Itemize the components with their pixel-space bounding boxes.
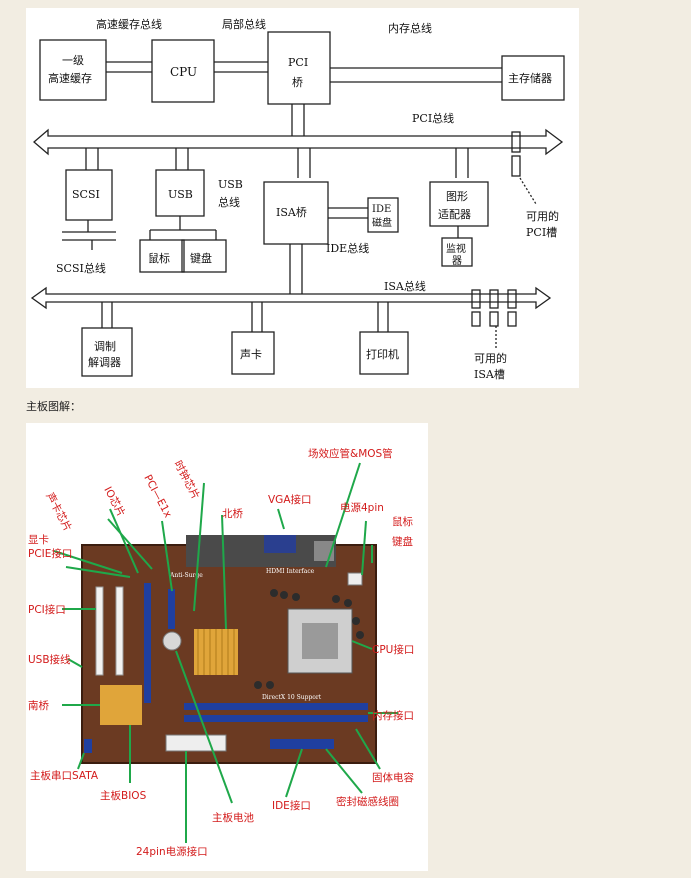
callout-serial-sata: 主板串口SATA bbox=[30, 769, 99, 782]
callout-power4: 电源4pin bbox=[340, 501, 384, 514]
memory-bus-label: 内存总线 bbox=[388, 21, 432, 35]
graphics-label-2: 适配器 bbox=[438, 208, 471, 221]
pci-slot-1 bbox=[95, 586, 104, 676]
callout-sound-chip: 声卡芯片 bbox=[43, 490, 74, 533]
pci-slot-2 bbox=[115, 586, 124, 676]
isa-bridge-label: ISA桥 bbox=[276, 206, 307, 219]
pci-bridge-label-2: 桥 bbox=[292, 76, 303, 89]
callout-io-chip: IO芯片 bbox=[101, 484, 128, 519]
atx-4pin-connector bbox=[347, 572, 363, 586]
l1-cache-label-2: 高速缓存 bbox=[48, 71, 92, 85]
ide-disk-label-1: IDE bbox=[372, 204, 391, 215]
modem-box bbox=[81, 327, 133, 377]
cmos-battery bbox=[162, 631, 182, 651]
pci-slot-label-2: PCI槽 bbox=[526, 226, 557, 239]
callout-mosfet: 场效应管&MOS管 bbox=[308, 447, 393, 460]
isa-bridge-box bbox=[263, 181, 329, 245]
isa-slot-label-1: 可用的 bbox=[474, 351, 507, 365]
memory-slot-2 bbox=[184, 715, 368, 722]
callout-northbridge: 北桥 bbox=[222, 508, 243, 520]
usb-bus-label-2: 总线 bbox=[218, 195, 240, 209]
callout-graphics-card: 显卡 bbox=[28, 533, 49, 546]
l1-cache-box bbox=[39, 39, 107, 101]
keyboard-box bbox=[181, 239, 227, 273]
pci-bus-label: PCI总线 bbox=[412, 111, 454, 125]
sound-card-box bbox=[231, 331, 275, 375]
graphics-adapter-box bbox=[429, 181, 489, 227]
antisurge-silkscreen: Anti-Surge bbox=[169, 572, 203, 579]
atx-24pin-connector bbox=[165, 734, 227, 752]
graphics-label-1: 图形 bbox=[446, 190, 468, 203]
ide-disk-label-2: 磁盘 bbox=[372, 216, 392, 229]
callout-ide: IDE接口 bbox=[272, 799, 311, 812]
pci-bridge-label-1: PCI bbox=[288, 56, 308, 69]
ide-disk-box bbox=[367, 197, 399, 233]
callout-bios: 主板BIOS bbox=[100, 789, 147, 802]
main-memory-box bbox=[501, 55, 565, 101]
pci-bus-arrow bbox=[33, 128, 564, 156]
callout-solid-cap: 固体电容 bbox=[372, 771, 414, 784]
scsi-bus-label: SCSI总线 bbox=[56, 261, 106, 275]
callout-choke: 密封磁感线圈 bbox=[336, 795, 399, 808]
mouse-label: 鼠标 bbox=[148, 251, 170, 265]
callout-memory-slot: 内存接口 bbox=[372, 709, 414, 722]
callout-pcie-slot: PCIE接口 bbox=[28, 547, 72, 560]
callout-pci-slot: PCI接口 bbox=[28, 603, 66, 616]
cache-bus-label: 高速缓存总线 bbox=[96, 17, 162, 31]
callout-pcie-x1: PCI—E1x bbox=[141, 473, 174, 520]
isa-slot-label-2: ISA槽 bbox=[474, 368, 505, 381]
scsi-box bbox=[65, 169, 113, 221]
usb-label: USB bbox=[168, 188, 193, 201]
monitor-label-1: 监视 bbox=[446, 242, 466, 255]
monitor-label-2: 器 bbox=[452, 255, 462, 267]
keyboard-label: 键盘 bbox=[190, 251, 212, 265]
pcie-x1-slot bbox=[168, 589, 175, 629]
isa-bus-arrow bbox=[30, 286, 552, 310]
memory-slot-1 bbox=[184, 703, 368, 710]
cpu-label: CPU bbox=[170, 65, 197, 79]
southbridge-heatsink bbox=[100, 685, 142, 725]
printer-box bbox=[359, 331, 409, 375]
isa-bus-label: ISA总线 bbox=[384, 279, 426, 293]
modem-label-1: 调制 bbox=[94, 340, 116, 353]
cpu-box bbox=[151, 39, 215, 103]
rear-io-block bbox=[186, 535, 336, 567]
pci-slot-label-1: 可用的 bbox=[526, 209, 559, 223]
callout-south-bridge: 南桥 bbox=[28, 699, 49, 712]
main-memory-label: 主存储器 bbox=[508, 71, 552, 85]
modem-label-2: 解调器 bbox=[88, 355, 121, 369]
l1-cache-label-1: 一级 bbox=[62, 54, 84, 67]
printer-label: 打印机 bbox=[366, 347, 399, 361]
callout-24pin: 24pin电源接口 bbox=[136, 845, 208, 858]
callout-keyboard-mouse-2: 键盘 bbox=[392, 535, 413, 548]
monitor-box bbox=[441, 237, 473, 267]
usb-bus-label-1: USB bbox=[218, 178, 243, 191]
callout-vga: VGA接口 bbox=[268, 493, 312, 506]
directx-silkscreen: DirectX 10 Support bbox=[262, 694, 322, 701]
ide-connector bbox=[270, 739, 334, 749]
ide-bus-label: IDE总线 bbox=[326, 241, 369, 255]
callout-cpu-socket: CPU接口 bbox=[372, 643, 414, 656]
vga-port bbox=[264, 535, 296, 553]
local-bus-label: 局部总线 bbox=[222, 17, 266, 31]
scsi-label: SCSI bbox=[72, 188, 100, 201]
computer-architecture-diagram: 高速缓存总线 局部总线 内存总线 一级 高速缓存 CPU PCI 桥 主存储器 … bbox=[26, 8, 579, 388]
callout-usb-header: USB接线 bbox=[28, 653, 71, 666]
sata-port bbox=[84, 739, 92, 753]
sound-card-label: 声卡 bbox=[240, 347, 262, 361]
hdmi-silkscreen: HDMI Interface bbox=[266, 568, 315, 575]
motherboard-diagram: HDMI Interface Anti-Surge DirectX 10 Sup… bbox=[26, 423, 428, 871]
callout-battery: 主板电池 bbox=[212, 811, 254, 824]
callout-clock-chip: 时钟芯片 bbox=[171, 458, 202, 501]
pcie-x16-slot bbox=[144, 583, 151, 703]
caption-text: 主板图解： bbox=[26, 400, 81, 413]
callout-keyboard-mouse-1: 鼠标 bbox=[392, 515, 413, 528]
mouse-box bbox=[139, 239, 185, 273]
